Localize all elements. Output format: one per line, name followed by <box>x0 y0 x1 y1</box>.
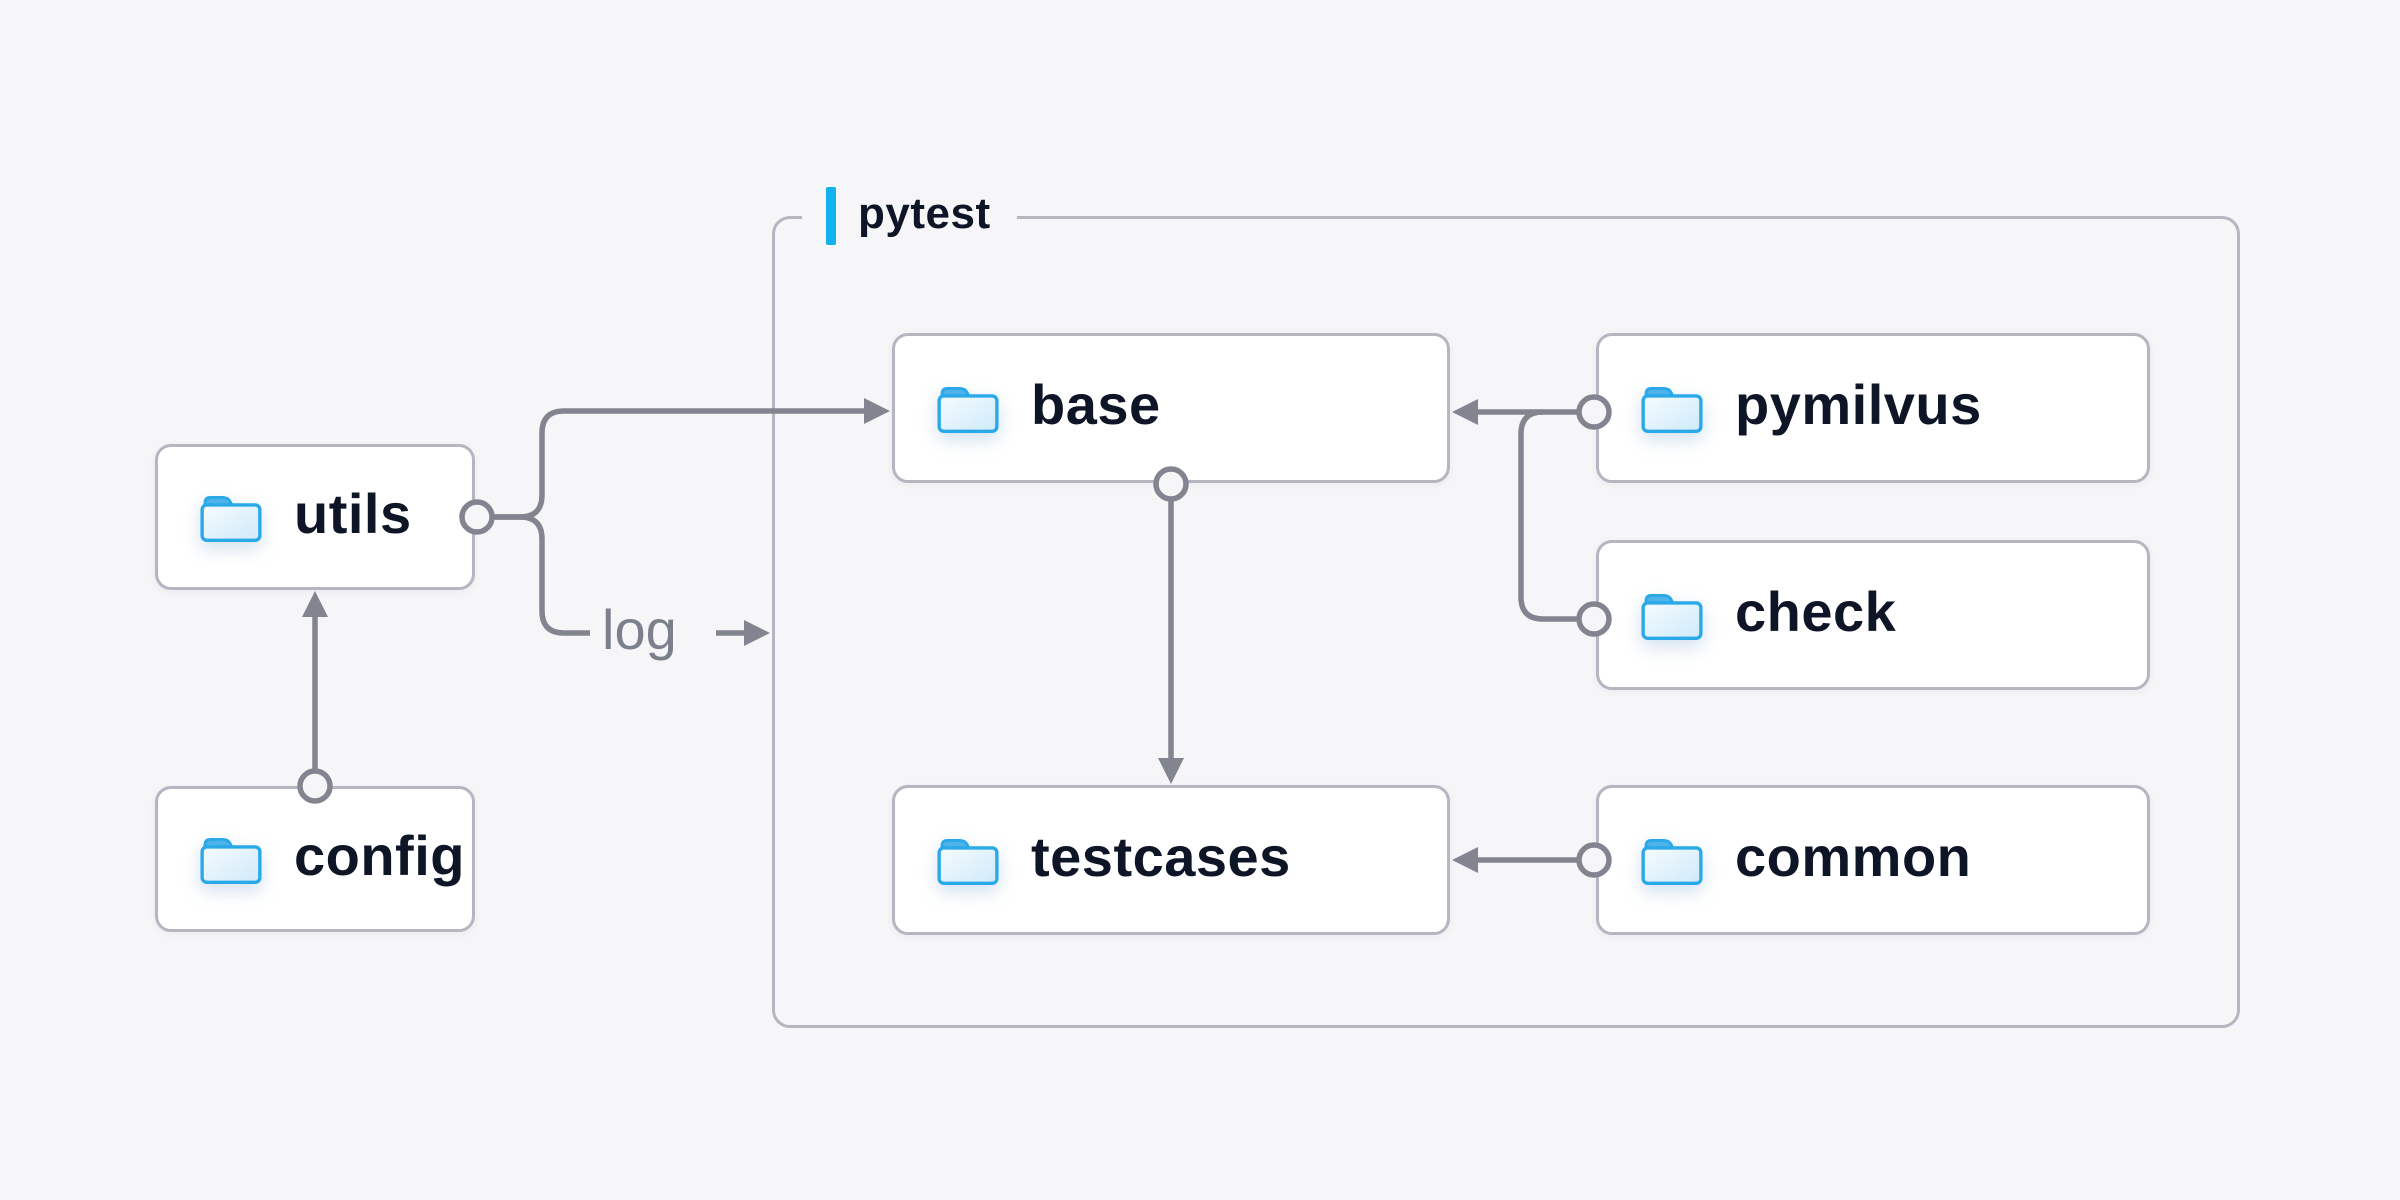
folder-icon <box>935 381 1001 435</box>
node-label-config: config <box>294 824 465 887</box>
folder-node-config: config <box>155 786 475 932</box>
folder-node-common: common <box>1596 785 2150 935</box>
folder-node-testcases: testcases <box>892 785 1450 935</box>
pytest-group-title: pytest <box>858 189 991 238</box>
node-label-check: check <box>1735 580 1897 643</box>
edge-config-utils <box>297 591 333 804</box>
node-label-utils: utils <box>294 482 412 545</box>
folder-icon <box>1639 381 1705 435</box>
accent-bar-icon <box>826 187 836 245</box>
node-label-pymilvus: pymilvus <box>1735 373 1982 436</box>
pytest-group-container <box>772 216 2240 1028</box>
folder-icon <box>935 833 1001 887</box>
folder-icon <box>198 490 264 544</box>
folder-node-utils: utils <box>155 444 475 590</box>
edge-label-log: log <box>602 598 677 662</box>
folder-node-pymilvus: pymilvus <box>1596 333 2150 483</box>
node-label-common: common <box>1735 825 1972 888</box>
folder-node-base: base <box>892 333 1450 483</box>
node-label-base: base <box>1031 373 1161 436</box>
folder-icon <box>1639 833 1705 887</box>
folder-icon <box>1639 588 1705 642</box>
node-label-testcases: testcases <box>1031 825 1291 888</box>
folder-node-check: check <box>1596 540 2150 690</box>
pytest-group-label: pytest <box>802 181 1017 251</box>
folder-icon <box>198 832 264 886</box>
